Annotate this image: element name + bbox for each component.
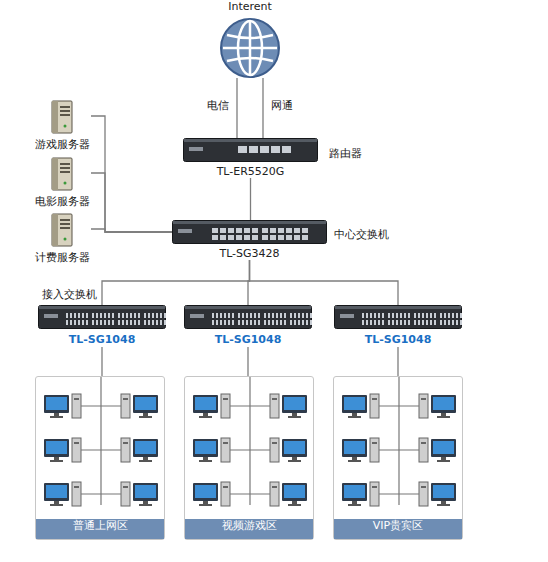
monitor-icon bbox=[44, 395, 69, 413]
pc-tower bbox=[72, 438, 81, 462]
core-switch-device bbox=[173, 221, 327, 244]
device-label: TL-SG1048 bbox=[334, 333, 462, 347]
pc-tower bbox=[370, 482, 379, 506]
access-node: TL-SG1048 bbox=[38, 305, 166, 347]
server-node: 计费服务器 bbox=[33, 213, 91, 265]
network-link bbox=[91, 116, 172, 232]
node-art bbox=[185, 377, 315, 541]
globe-icon bbox=[221, 19, 279, 77]
network-link bbox=[250, 260, 399, 305]
monitor-icon bbox=[133, 395, 158, 413]
zone-node: VIP贵宾区 bbox=[333, 376, 463, 540]
globe-node: Interent bbox=[205, 0, 295, 78]
lan-wire bbox=[249, 377, 250, 505]
pc-tower bbox=[419, 394, 428, 418]
group-label: 接入交换机 bbox=[42, 287, 97, 302]
device-label: 计费服务器 bbox=[33, 251, 91, 265]
monitor-icon bbox=[342, 483, 367, 501]
device-label: TL-ER5520G bbox=[183, 165, 318, 179]
access-switch-device bbox=[335, 306, 462, 329]
device-label: 电影服务器 bbox=[33, 195, 91, 209]
device-role: 中心交换机 bbox=[334, 228, 404, 242]
monitor-icon bbox=[133, 483, 158, 501]
zone-node: 普通上网区 bbox=[35, 376, 165, 540]
device-label: TL-SG1048 bbox=[184, 333, 312, 347]
network-link bbox=[247, 347, 248, 376]
monitor-icon bbox=[193, 395, 218, 413]
network-link bbox=[91, 173, 172, 232]
link-label: 电信 bbox=[207, 98, 229, 113]
server-node: 游戏服务器 bbox=[33, 100, 91, 152]
zone-label: VIP贵宾区 bbox=[334, 519, 462, 533]
server-icon bbox=[52, 158, 72, 190]
pc-tower bbox=[221, 438, 230, 462]
network-link bbox=[91, 229, 172, 232]
node-art bbox=[334, 377, 464, 541]
node-art bbox=[36, 377, 166, 541]
device-label: TL-SG3428 bbox=[172, 247, 327, 261]
link-label: 网通 bbox=[271, 98, 293, 113]
pc-tower bbox=[270, 394, 279, 418]
monitor-icon bbox=[431, 395, 456, 413]
monitor-icon bbox=[193, 483, 218, 501]
pc-tower bbox=[72, 394, 81, 418]
device-label: TL-SG1048 bbox=[38, 333, 166, 347]
access-switch-device bbox=[185, 306, 312, 329]
monitor-icon bbox=[44, 439, 69, 457]
pc-tower bbox=[419, 438, 428, 462]
device-label: 游戏服务器 bbox=[33, 138, 91, 152]
lan-wire bbox=[100, 377, 101, 505]
lan-wire bbox=[398, 377, 399, 505]
pc-tower bbox=[270, 482, 279, 506]
network-link bbox=[102, 260, 250, 305]
network-link bbox=[250, 178, 251, 220]
pc-tower bbox=[419, 482, 428, 506]
monitor-icon bbox=[282, 483, 307, 501]
monitor-icon bbox=[133, 439, 158, 457]
device-role: 路由器 bbox=[329, 147, 389, 161]
pc-tower bbox=[270, 438, 279, 462]
monitor-icon bbox=[44, 483, 69, 501]
monitor-icon bbox=[282, 395, 307, 413]
server-icon bbox=[52, 101, 72, 133]
access-node: TL-SG1048 bbox=[184, 305, 312, 347]
router-node: TL-ER5520G路由器 bbox=[183, 138, 318, 178]
device-label: Interent bbox=[205, 0, 295, 14]
network-link bbox=[101, 347, 102, 376]
access-node: TL-SG1048 bbox=[334, 305, 462, 347]
monitor-icon bbox=[282, 439, 307, 457]
pc-tower bbox=[72, 482, 81, 506]
router-device bbox=[184, 139, 318, 162]
server-node: 电影服务器 bbox=[33, 157, 91, 209]
monitor-icon bbox=[431, 439, 456, 457]
server-icon bbox=[52, 214, 72, 246]
pc-tower bbox=[221, 394, 230, 418]
monitor-icon bbox=[342, 395, 367, 413]
pc-tower bbox=[370, 438, 379, 462]
core-node: TL-SG3428中心交换机 bbox=[172, 220, 327, 260]
zone-label: 视频游戏区 bbox=[185, 519, 313, 533]
zone-node: 视频游戏区 bbox=[184, 376, 314, 540]
monitor-icon bbox=[342, 439, 367, 457]
network-link bbox=[262, 78, 263, 138]
zone-label: 普通上网区 bbox=[36, 519, 164, 533]
network-link bbox=[236, 78, 237, 138]
access-switch-device bbox=[39, 306, 166, 329]
pc-tower bbox=[121, 482, 130, 506]
monitor-icon bbox=[431, 483, 456, 501]
pc-tower bbox=[121, 394, 130, 418]
pc-tower bbox=[370, 394, 379, 418]
pc-tower bbox=[121, 438, 130, 462]
network-link bbox=[397, 347, 398, 376]
pc-tower bbox=[221, 482, 230, 506]
monitor-icon bbox=[193, 439, 218, 457]
